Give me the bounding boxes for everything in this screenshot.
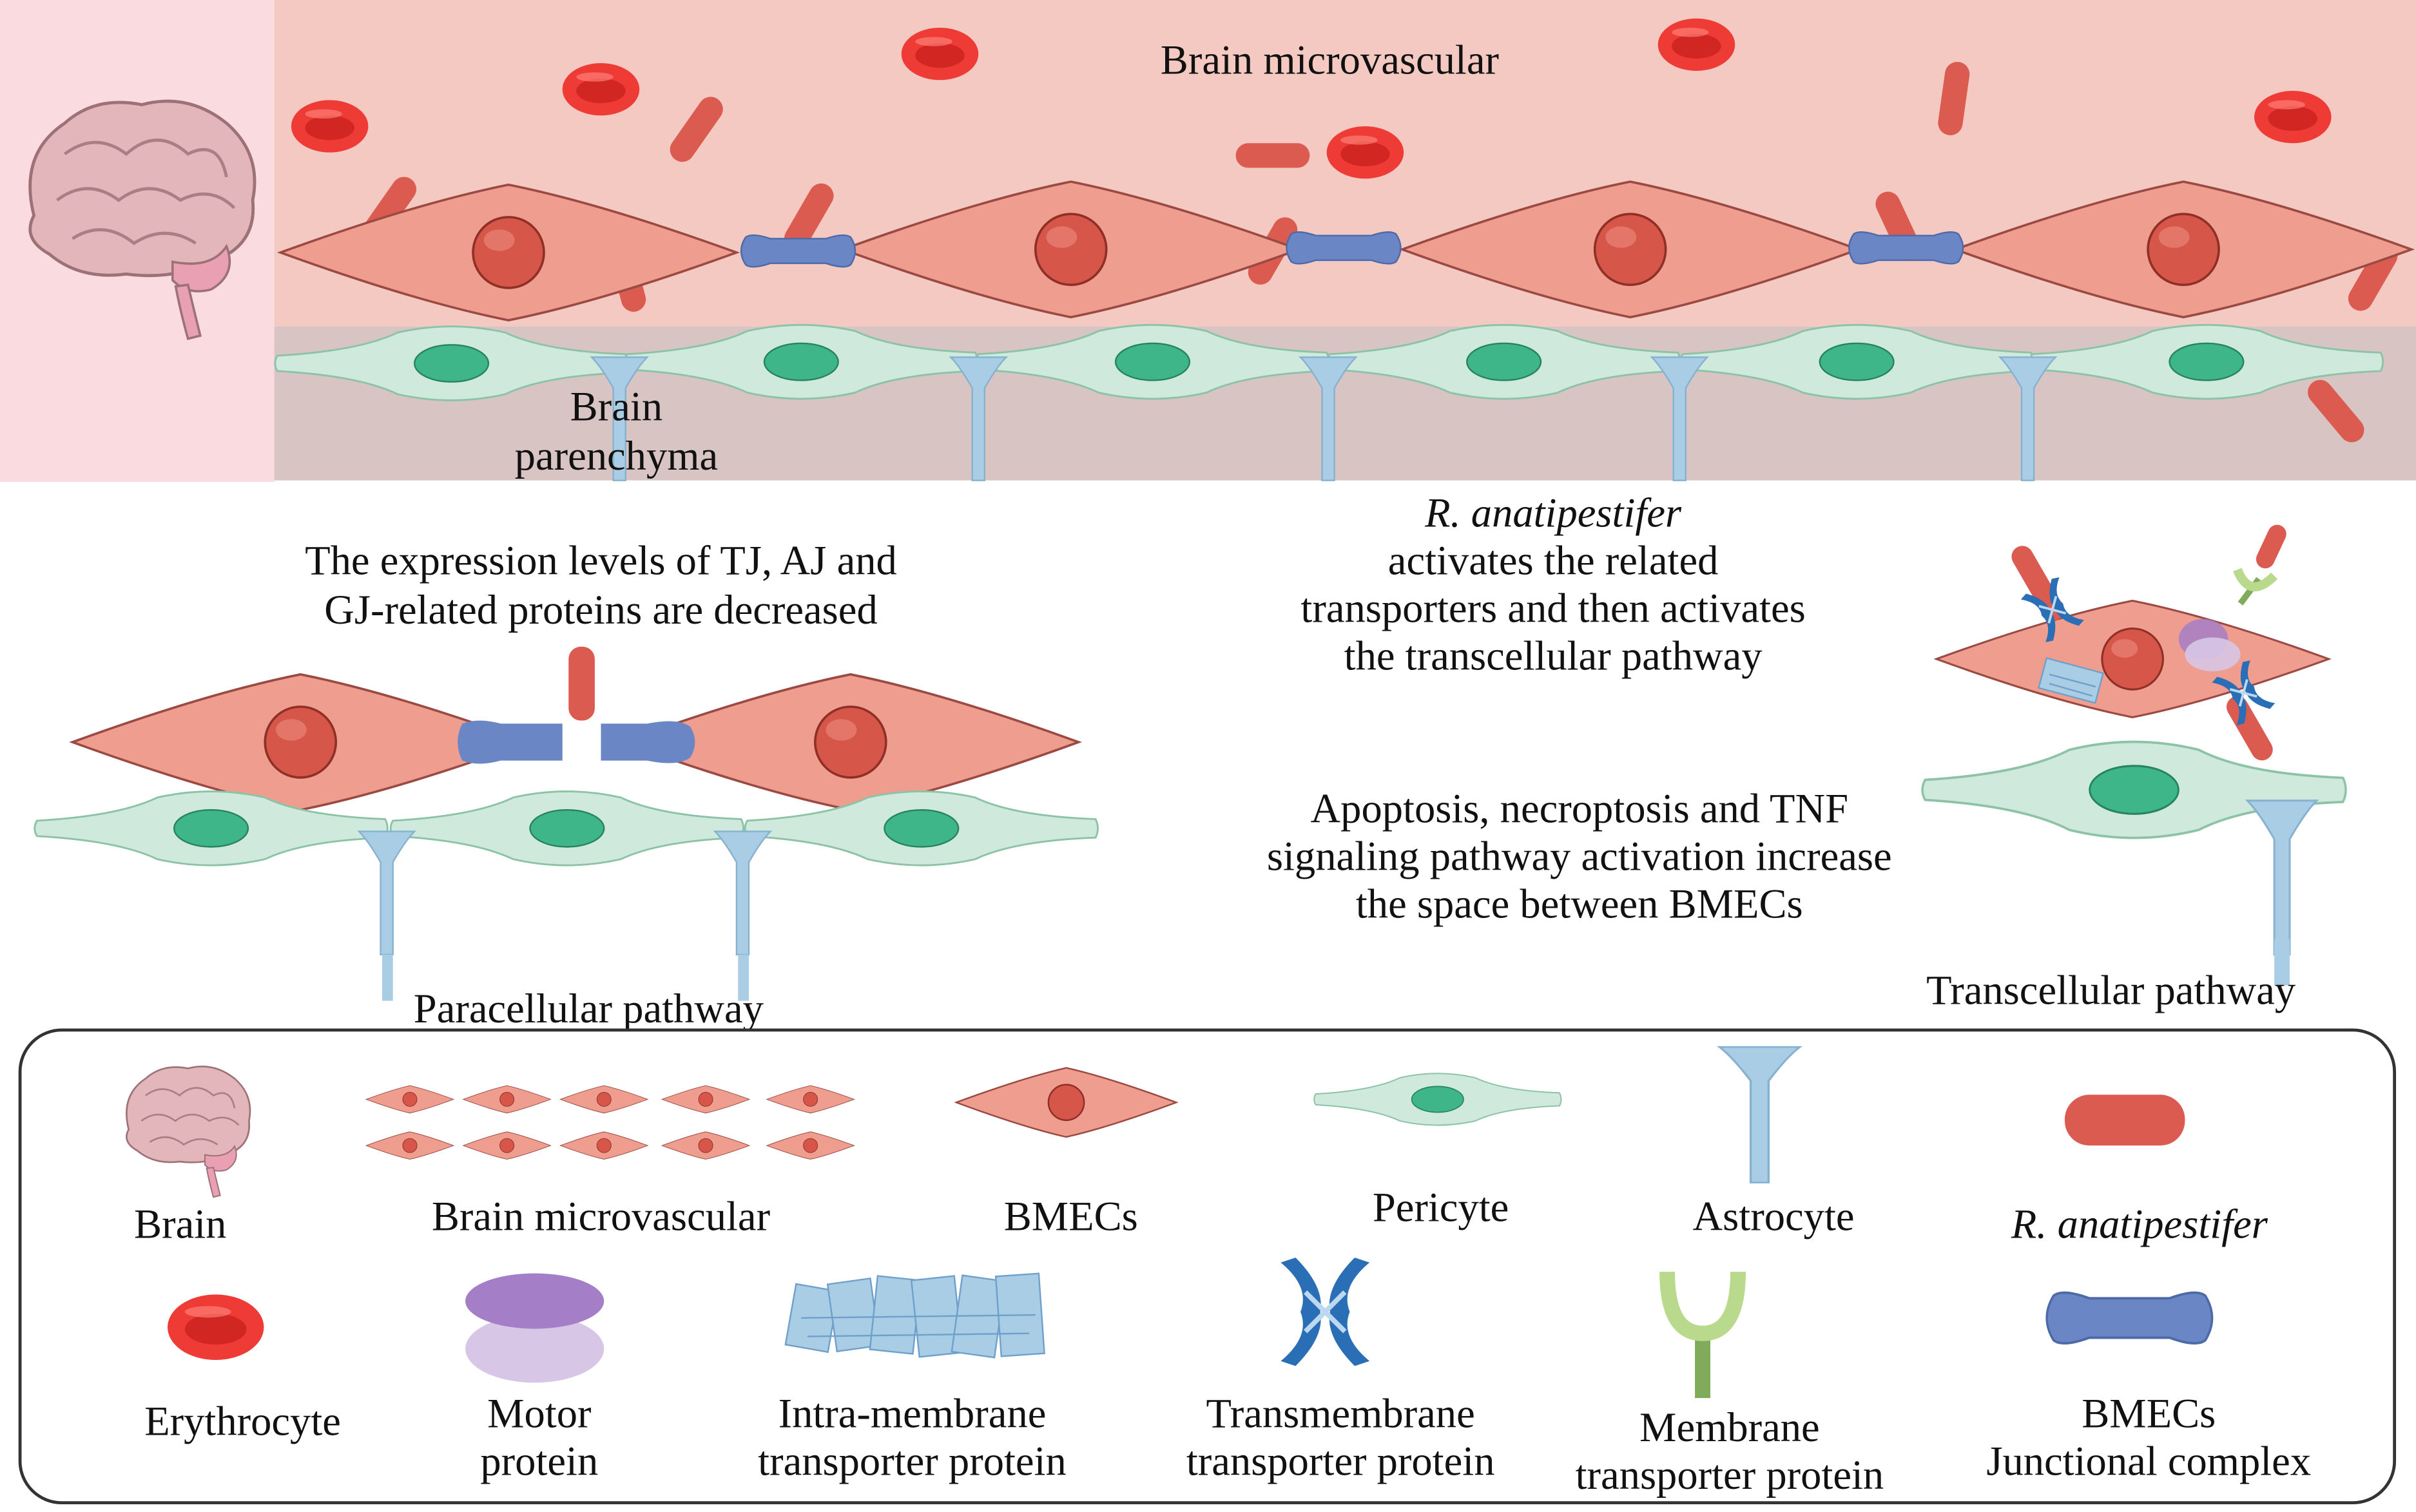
legend-erythrocyte-label: Erythrocyte bbox=[144, 1398, 341, 1444]
separated-junction-icon bbox=[458, 646, 695, 764]
paracellular-pathway-label: Paracellular pathway bbox=[413, 985, 764, 1032]
legend-transmembrane-line1: Transmembrane bbox=[1206, 1390, 1475, 1437]
legend-membrane-transporter-line2: transporter protein bbox=[1575, 1451, 1884, 1498]
legend-intra-membrane-line2: transporter protein bbox=[758, 1438, 1067, 1484]
apoptosis-note-line3: the space between BMECs bbox=[1355, 881, 1803, 927]
legend-pericyte-label: Pericyte bbox=[1372, 1183, 1509, 1230]
astrocyte-icon bbox=[1718, 1046, 1801, 1184]
junctional-complex-icon bbox=[2045, 1291, 2214, 1345]
transcellular-caption-line4: the transcellular pathway bbox=[1344, 633, 1763, 679]
intra-membrane-transporter-icon bbox=[784, 1272, 1045, 1359]
vessel-label: Brain microvascular bbox=[1160, 37, 1500, 84]
legend-junction-line1: BMECs bbox=[2082, 1390, 2216, 1437]
legend-membrane-transporter-line1: Membrane bbox=[1639, 1404, 1820, 1451]
brain-icon bbox=[126, 1066, 251, 1198]
erythrocyte-icon bbox=[168, 1294, 264, 1360]
legend-astrocyte-label: Astrocyte bbox=[1692, 1193, 1855, 1239]
pericyte-icon bbox=[1313, 1073, 1562, 1126]
legend-box bbox=[18, 1028, 2397, 1505]
intra-membrane-transporter-icon bbox=[2037, 657, 2105, 704]
apoptosis-note-line1: Apoptosis, necroptosis and TNF bbox=[1310, 785, 1849, 832]
paracellular-caption-line2: GJ-related proteins are decreased bbox=[324, 586, 878, 633]
r-anatipestifer-icon bbox=[2064, 1095, 2185, 1146]
legend-bmecs-label: BMECs bbox=[1003, 1193, 1138, 1239]
parenchyma-label-line1: Brain bbox=[570, 383, 663, 430]
legend-intra-membrane-line1: Intra-membrane bbox=[778, 1390, 1047, 1437]
membrane-transporter-icon bbox=[1659, 1272, 1746, 1399]
apoptosis-note-line2: signaling pathway activation increase bbox=[1266, 832, 1892, 879]
membrane-transporter-icon bbox=[2233, 524, 2286, 606]
bmec-icon bbox=[955, 1067, 1177, 1138]
legend-motor-protein-line2: protein bbox=[480, 1438, 599, 1484]
legend-junction-line2: Junctional complex bbox=[1986, 1438, 2312, 1484]
paracellular-caption-line1: The expression levels of TJ, AJ and bbox=[305, 537, 897, 584]
bacterium-icon bbox=[568, 646, 595, 721]
transmembrane-transporter-icon bbox=[1280, 1258, 1369, 1366]
legend-r-anatipestifer-label: R. anatipestifer bbox=[2011, 1201, 2268, 1247]
transcellular-caption-line3: transporters and then activates bbox=[1300, 585, 1806, 631]
transcellular-caption-line1: R. anatipestifer bbox=[1425, 490, 1682, 536]
legend-transmembrane-line2: transporter protein bbox=[1186, 1438, 1495, 1484]
motor-protein-icon bbox=[465, 1273, 604, 1383]
legend-brain-microvascular-label: Brain microvascular bbox=[431, 1193, 771, 1239]
legend-brain-label: Brain bbox=[134, 1201, 227, 1247]
parenchyma-label-line2: parenchyma bbox=[514, 432, 719, 479]
transcellular-caption-line2: activates the related bbox=[1387, 537, 1719, 584]
legend-motor-protein-line1: Motor bbox=[487, 1390, 592, 1437]
transcellular-pathway-label: Transcellular pathway bbox=[1926, 966, 2296, 1013]
bacterium-icon bbox=[2226, 696, 2273, 761]
brain-microvascular-icon bbox=[365, 1085, 855, 1160]
